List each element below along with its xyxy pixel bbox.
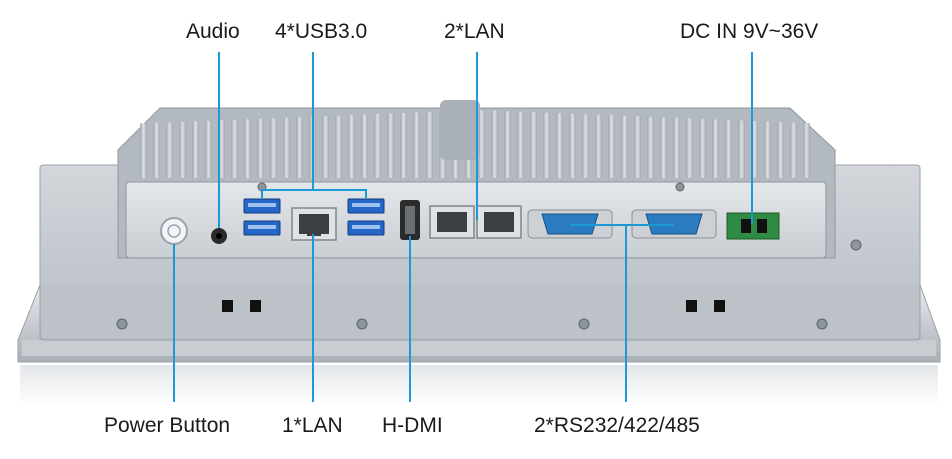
heatsink-fin [621, 115, 628, 178]
heatsink-fin [712, 119, 719, 178]
leader-usb-branch [261, 189, 367, 198]
heatsink-fin [231, 119, 238, 178]
label-serial: 2*RS232/422/485 [534, 414, 700, 437]
rear-panel-lower [42, 285, 918, 338]
label-usb: 4*USB3.0 [275, 20, 368, 43]
heatsink-fin [270, 118, 277, 178]
heatsink-fin [647, 116, 654, 178]
label-lan1: 1*LAN [282, 414, 343, 437]
heatsink-center-rib [440, 100, 480, 160]
power-icon [167, 224, 181, 238]
heatsink-fin [569, 113, 576, 178]
heatsink-fin [517, 111, 524, 178]
heatsink-fin [335, 115, 342, 178]
leader-lines [173, 52, 753, 402]
heatsink-fin [699, 118, 706, 178]
lan-port-2b[interactable] [476, 205, 522, 239]
heatsink-fin [725, 120, 732, 178]
heatsink-fin [244, 119, 251, 178]
heatsink-fin [777, 122, 784, 178]
heatsink-fins [140, 110, 810, 178]
heatsink-fin [660, 117, 667, 178]
heatsink-fin [387, 113, 394, 178]
heatsink-fin [582, 114, 589, 178]
heatsink-fin [478, 110, 485, 178]
hdmi-port[interactable] [400, 200, 420, 240]
vent-slots [222, 300, 725, 312]
label-audio: Audio [186, 20, 240, 43]
heatsink-fin [426, 111, 433, 178]
heatsink-fin [257, 118, 264, 178]
power-button[interactable] [160, 217, 188, 245]
heatsink-fin [218, 120, 225, 178]
label-dc-in: DC IN 9V~36V [680, 20, 819, 43]
audio-jack-hole [216, 233, 222, 239]
heatsink-fin [556, 113, 563, 178]
heatsink-fin [673, 117, 680, 178]
heatsink-fin [491, 110, 498, 178]
heatsink-fin [530, 112, 537, 178]
heatsink-fin [400, 113, 407, 178]
label-hdmi: H-DMI [382, 414, 443, 437]
label-lan2: 2*LAN [444, 20, 505, 43]
heatsink-fin [634, 116, 641, 178]
heatsink-fin [322, 116, 329, 178]
heatsink-fin [296, 117, 303, 178]
heatsink-fin [348, 115, 355, 178]
heatsink-fin [738, 120, 745, 178]
bezel-strip [22, 340, 936, 356]
lan-port-2a[interactable] [429, 205, 475, 239]
heatsink-fin [153, 122, 160, 178]
heatsink-fin [790, 122, 797, 178]
heatsink-fin [374, 114, 381, 178]
heatsink-fin [283, 117, 290, 178]
heatsink-fin [803, 123, 810, 178]
heatsink-fin [140, 123, 147, 178]
heatsink-fin [413, 112, 420, 178]
usb-port-group-right [347, 198, 385, 236]
usb-port-group-left [243, 198, 281, 236]
heatsink-fin [361, 114, 368, 178]
floor-reflection [20, 365, 938, 405]
heatsink-fin [192, 121, 199, 178]
heatsink-fin [166, 122, 173, 178]
label-power-button: Power Button [104, 414, 231, 437]
heatsink-fin [686, 118, 693, 178]
heatsink-fin [608, 115, 615, 178]
heatsink-fin [179, 121, 186, 178]
heatsink-fin [595, 114, 602, 178]
heatsink-fin [764, 121, 771, 178]
heatsink-fin [205, 120, 212, 178]
heatsink-fin [751, 121, 758, 178]
heatsink-fin [504, 111, 511, 178]
heatsink-fin [543, 112, 550, 178]
